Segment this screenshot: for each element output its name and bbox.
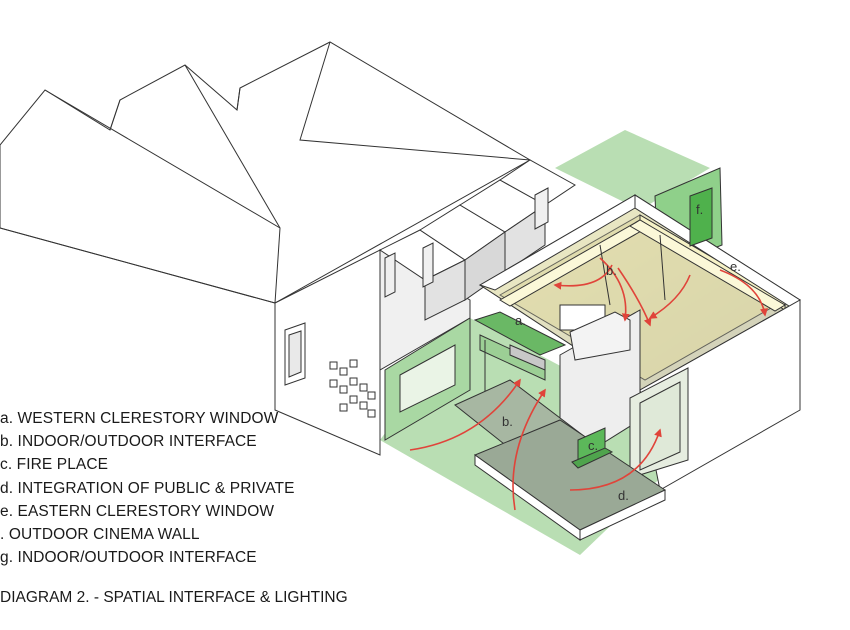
roof-massing xyxy=(0,41,532,304)
tag-e: e. xyxy=(730,259,741,274)
legend-item: c. FIRE PLACE xyxy=(0,456,109,474)
diagram-caption: DIAGRAM 2. - SPATIAL INTERFACE & LIGHTIN… xyxy=(0,589,348,606)
legend-item: d. INTEGRATION OF PUBLIC & PRIVATE xyxy=(0,479,295,497)
tag-f: f. xyxy=(696,202,703,217)
fire-place xyxy=(571,427,614,469)
legend-item: b. INDOOR/OUTDOOR INTERFACE xyxy=(0,433,257,451)
tag-a: a. xyxy=(515,313,526,328)
tag-d: d. xyxy=(618,488,629,503)
airflow-arrows xyxy=(409,257,768,511)
tag-b-deck: b. xyxy=(502,414,513,429)
legend-item: g. INDOOR/OUTDOOR INTERFACE xyxy=(0,549,257,567)
legend-item: e. EASTERN CLERESTORY WINDOW xyxy=(0,502,275,520)
legend-list: a. WESTERN CLERESTORY WINDOW b. INDOOR/O… xyxy=(0,407,295,569)
tag-c: c. xyxy=(588,438,598,453)
entry-canopy xyxy=(473,311,567,395)
tag-b-interior: b. xyxy=(606,263,617,278)
legend-item: a. WESTERN CLERESTORY WINDOW xyxy=(0,410,279,427)
partition-rooms xyxy=(379,159,576,321)
main-living-volume xyxy=(478,194,801,491)
breeze-block-pattern xyxy=(329,359,376,418)
entry-window xyxy=(399,344,456,413)
clerestory-beams xyxy=(499,219,786,361)
outdoor-cinema-wall xyxy=(689,187,713,247)
legend-item: . OUTDOOR CINEMA WALL xyxy=(0,526,200,544)
